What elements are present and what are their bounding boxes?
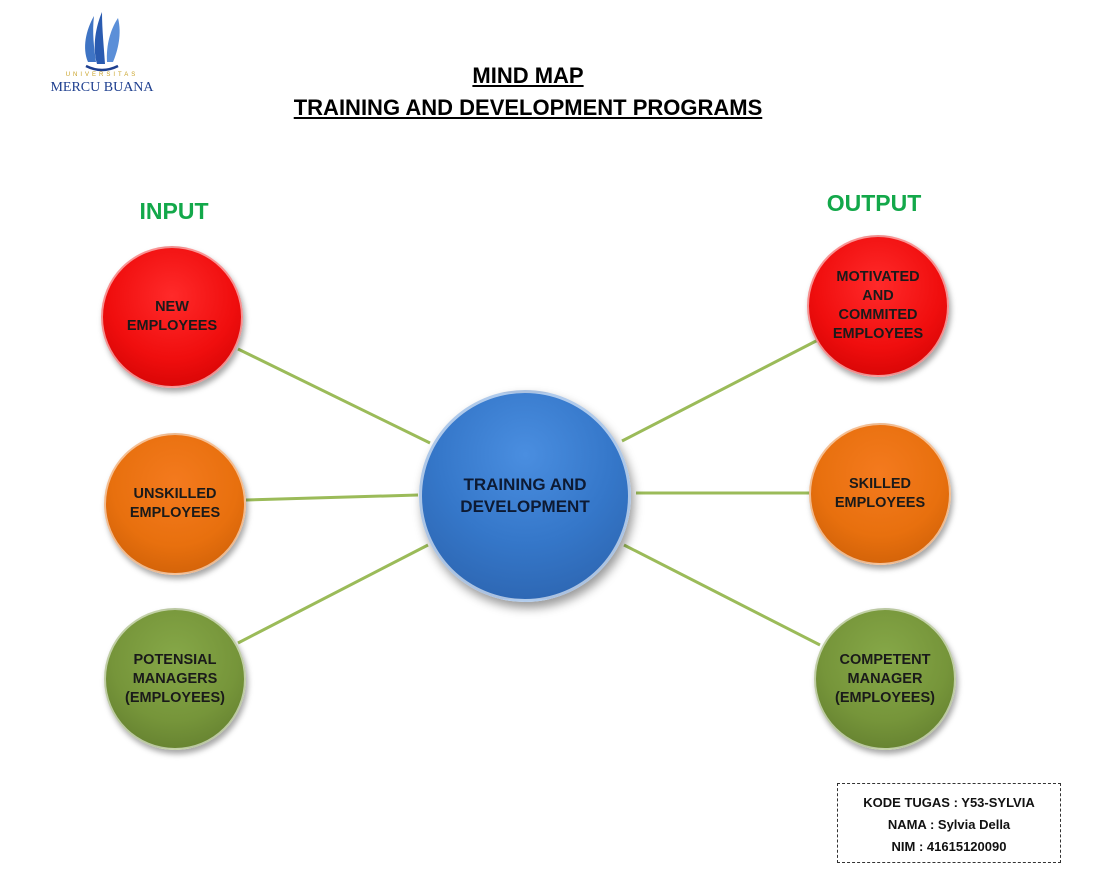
input-node-label: POTENSIAL MANAGERS (EMPLOYEES) <box>125 651 225 706</box>
input-node-label: NEW EMPLOYEES <box>126 299 218 334</box>
output-node-label: SKILLED EMPLOYEES <box>834 476 926 511</box>
connector-input-3 <box>237 543 429 645</box>
university-logo: UNIVERSITAS MERCU BUANA <box>50 12 154 98</box>
logo-subtitle: UNIVERSITAS <box>65 72 139 78</box>
output-node-label: COMPETENT MANAGER (EMPLOYEES) <box>835 651 935 706</box>
logo-flame-icon <box>85 12 120 72</box>
output-node-competent-manager: COMPETENT MANAGER (EMPLOYEES) <box>814 608 956 750</box>
input-node-unskilled-employees: UNSKILLED EMPLOYEES <box>104 433 246 575</box>
connector-input-1 <box>237 347 431 445</box>
input-node-new-employees: NEW EMPLOYEES <box>101 246 243 388</box>
output-node-label: MOTIVATED AND COMMITED EMPLOYEES <box>832 269 924 342</box>
kode-tugas: KODE TUGAS : Y53-SYLVIA <box>863 795 1035 810</box>
center-node-label: TRAINING AND DEVELOPMENT <box>460 475 590 516</box>
input-label: INPUT <box>139 198 209 224</box>
connector-input-2 <box>245 493 419 502</box>
title-line-2: TRAINING AND DEVELOPMENT PROGRAMS <box>293 95 763 120</box>
nim: NIM : 41615120090 <box>891 839 1007 854</box>
output-label: OUTPUT <box>826 190 922 216</box>
output-node-skilled-employees: SKILLED EMPLOYEES <box>809 423 951 565</box>
nama: NAMA : Sylvia Della <box>887 817 1011 832</box>
student-info-box: KODE TUGAS : Y53-SYLVIA NAMA : Sylvia De… <box>837 783 1061 863</box>
input-node-potensial-managers: POTENSIAL MANAGERS (EMPLOYEES) <box>104 608 246 750</box>
title-line-1: MIND MAP <box>472 63 584 88</box>
output-node-motivated-employees: MOTIVATED AND COMMITED EMPLOYEES <box>807 235 949 377</box>
logo-name: MERCU BUANA <box>50 80 154 95</box>
center-node: TRAINING AND DEVELOPMENT <box>419 390 631 602</box>
input-node-label: UNSKILLED EMPLOYEES <box>129 486 221 521</box>
connector-output-1 <box>621 338 819 443</box>
connector-output-3 <box>623 543 821 647</box>
